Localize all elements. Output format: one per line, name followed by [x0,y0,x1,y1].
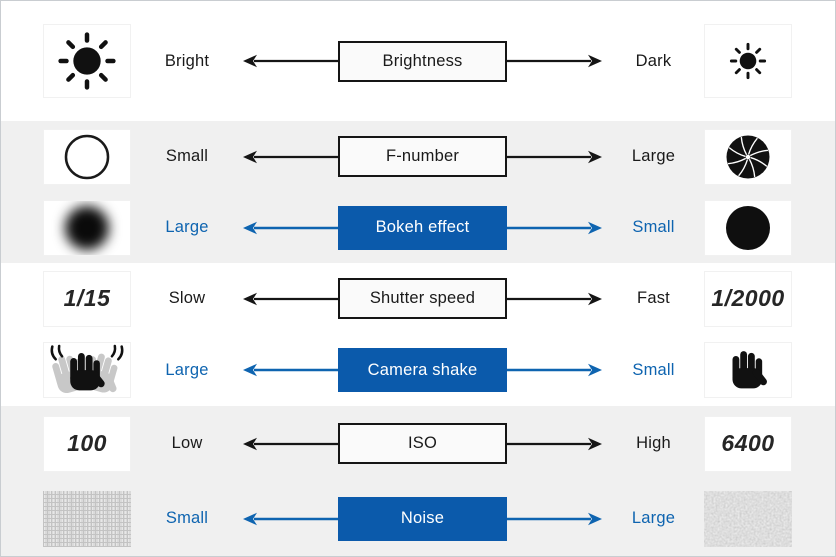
left-scale-label: Bright [164,51,210,70]
hand-steady-icon [732,351,769,389]
term-box-noise: Noise [338,496,507,541]
tile-bright [43,24,131,98]
tile-shutter-fast: 1/2000 [704,270,792,327]
tile-shutter-slow: 1/15 [43,270,131,327]
right-scale-label: Small [632,360,675,379]
hand-shaking-icon [50,345,127,397]
term-box-brightness: Brightness [338,40,507,82]
right-scale-label: Large [631,147,676,165]
term-box-shutter: Shutter speed [338,278,507,320]
arrow-right-icon [507,53,602,69]
tile-noise-small [43,490,131,547]
iso-high-value: 6400 [721,430,775,456]
left-scale-label: Large [165,360,209,379]
right-scale-label: High [636,434,671,452]
tile-aperture-open [43,128,131,185]
left-scale-label: Small [165,509,209,527]
tile-noise-large [704,490,792,547]
shutter-line: 1/15 Slow Shutter speed Fast 1/2000 [1,263,835,335]
aperture-open-icon [64,134,110,179]
arrow-left-icon [243,220,338,236]
row-brightness: Bright Brightness Dark [1,1,835,121]
fnumber-line: Small F-number Large [1,121,835,192]
arrow-right-icon [507,511,602,527]
arrow-right-icon [507,362,602,378]
term-box-fnumber: F-number [338,136,507,177]
tile-shake-small [704,342,792,399]
tile-iso-low: 100 [43,415,131,472]
tile-iso-high: 6400 [704,415,792,472]
left-scale-label: Large [165,218,209,236]
left-scale-label: Low [171,434,203,452]
right-scale-label: Large [631,509,676,527]
row-iso: 100 Low ISO High 6400 [1,406,835,556]
bokeh-small-icon [726,205,770,250]
brightness-line: Bright Brightness Dark [1,1,835,121]
tile-aperture-closed [704,128,792,185]
arrow-left-icon [243,149,338,165]
tile-bokeh-small [704,199,792,256]
sun-bright-icon [58,32,116,90]
term-box-camera-shake: Camera shake [338,348,507,393]
left-scale-label: Slow [168,289,206,308]
row-shutter-speed: 1/15 Slow Shutter speed Fast 1/2000 [1,263,835,406]
term-box-bokeh: Bokeh effect [338,205,507,250]
row-aperture: Small F-number Large [1,121,835,263]
camera-shake-line: Large Camera shake Small [1,335,835,407]
right-scale-label: Fast [637,289,670,308]
noise-fine-icon [43,490,131,547]
left-scale-label: Small [165,147,209,165]
arrow-left-icon [243,362,338,378]
noise-line: Small Noise Large [1,481,835,556]
noise-coarse-icon [704,490,792,547]
bokeh-line: Large Bokeh effect Small [1,192,835,263]
arrow-left-icon [243,511,338,527]
arrow-left-icon [243,291,338,307]
sun-dim-icon [729,42,767,80]
term-box-iso: ISO [338,423,507,464]
arrow-right-icon [507,220,602,236]
tile-shake-large [43,342,131,399]
arrow-left-icon [243,53,338,69]
arrow-left-icon [243,436,338,452]
arrow-right-icon [507,149,602,165]
aperture-closed-icon [726,135,770,178]
iso-line: 100 Low ISO High 6400 [1,406,835,481]
right-scale-label: Small [632,218,675,236]
right-scale-label: Dark [635,51,672,70]
tile-dark [704,24,792,98]
tile-bokeh-large [43,199,131,256]
shutter-fast-value: 1/2000 [711,285,785,312]
iso-low-value: 100 [67,430,107,456]
arrow-right-icon [507,436,602,452]
shutter-slow-value: 1/15 [63,285,111,312]
bokeh-large-icon [65,205,109,250]
arrow-right-icon [507,291,602,307]
